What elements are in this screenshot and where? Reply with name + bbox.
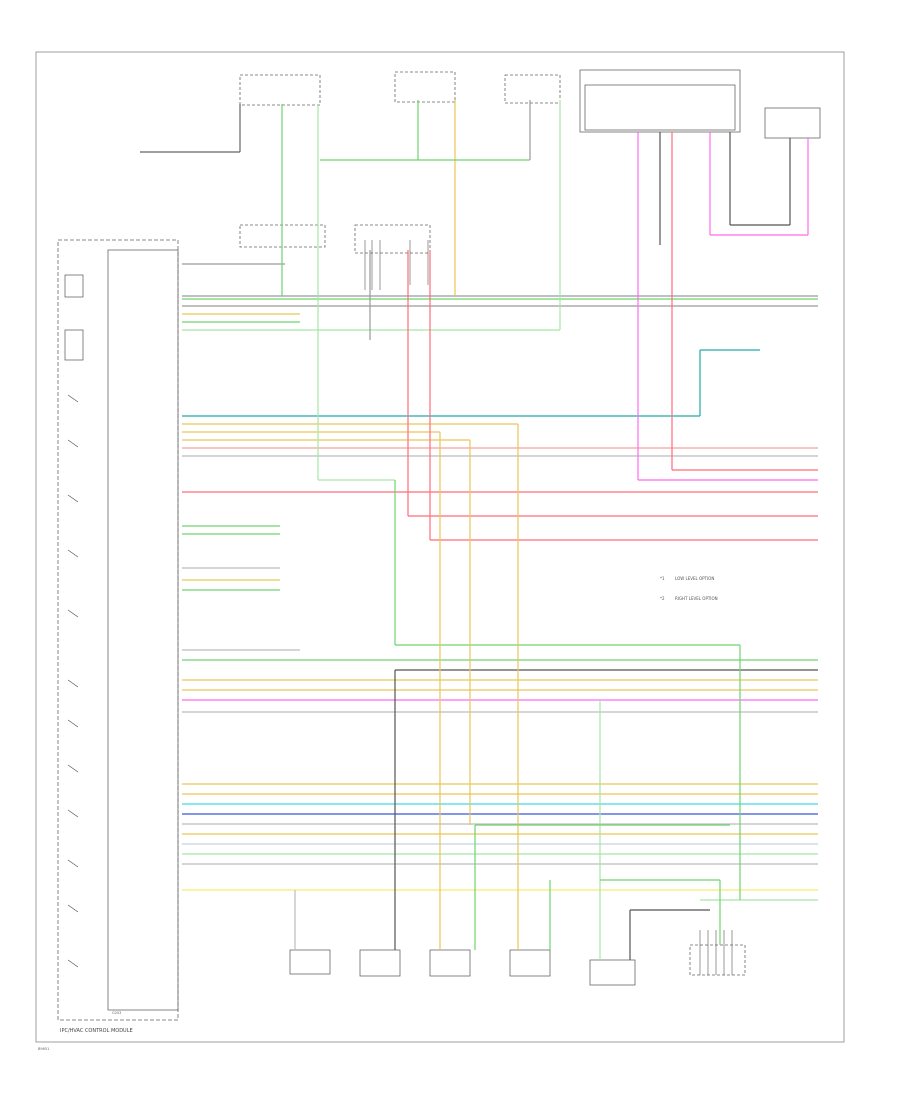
control-module-name: IPC/HVAC CONTROL MODULE — [60, 1028, 133, 1034]
top-connector-3 — [504, 74, 561, 104]
vertical-wires — [140, 100, 818, 960]
legend: *1 LOW LEVEL OPTION *2 RIGHT LEVEL OPTIO… — [660, 576, 718, 601]
top-right-sensor — [764, 107, 821, 139]
bottom-component-3 — [429, 949, 471, 977]
footer-code: B9651 — [38, 1047, 49, 1051]
bottom-component-2 — [359, 949, 401, 977]
horizontal-wires — [182, 263, 818, 901]
control-module-box — [57, 239, 179, 1021]
control-module-ground: G203 — [112, 1011, 121, 1015]
module-switches — [64, 274, 84, 968]
right-module-inner — [584, 84, 736, 131]
bottom-component-4 — [509, 949, 551, 977]
control-module-inner — [107, 249, 179, 1011]
legend-label-1: LOW LEVEL OPTION — [675, 576, 714, 581]
diagram-frame — [35, 51, 845, 1043]
connector-terminals — [364, 240, 733, 975]
top-connector-1 — [239, 74, 321, 106]
right-module-box — [579, 69, 741, 133]
bottom-component-5 — [589, 959, 636, 986]
bottom-component-1 — [289, 949, 331, 975]
mid-connector — [354, 224, 431, 254]
top-connector-2 — [394, 71, 456, 103]
legend-label-2: RIGHT LEVEL OPTION — [675, 596, 718, 601]
bottom-component-6 — [689, 944, 746, 976]
legend-symbol-1: *1 — [660, 576, 665, 581]
legend-symbol-2: *2 — [660, 596, 665, 601]
